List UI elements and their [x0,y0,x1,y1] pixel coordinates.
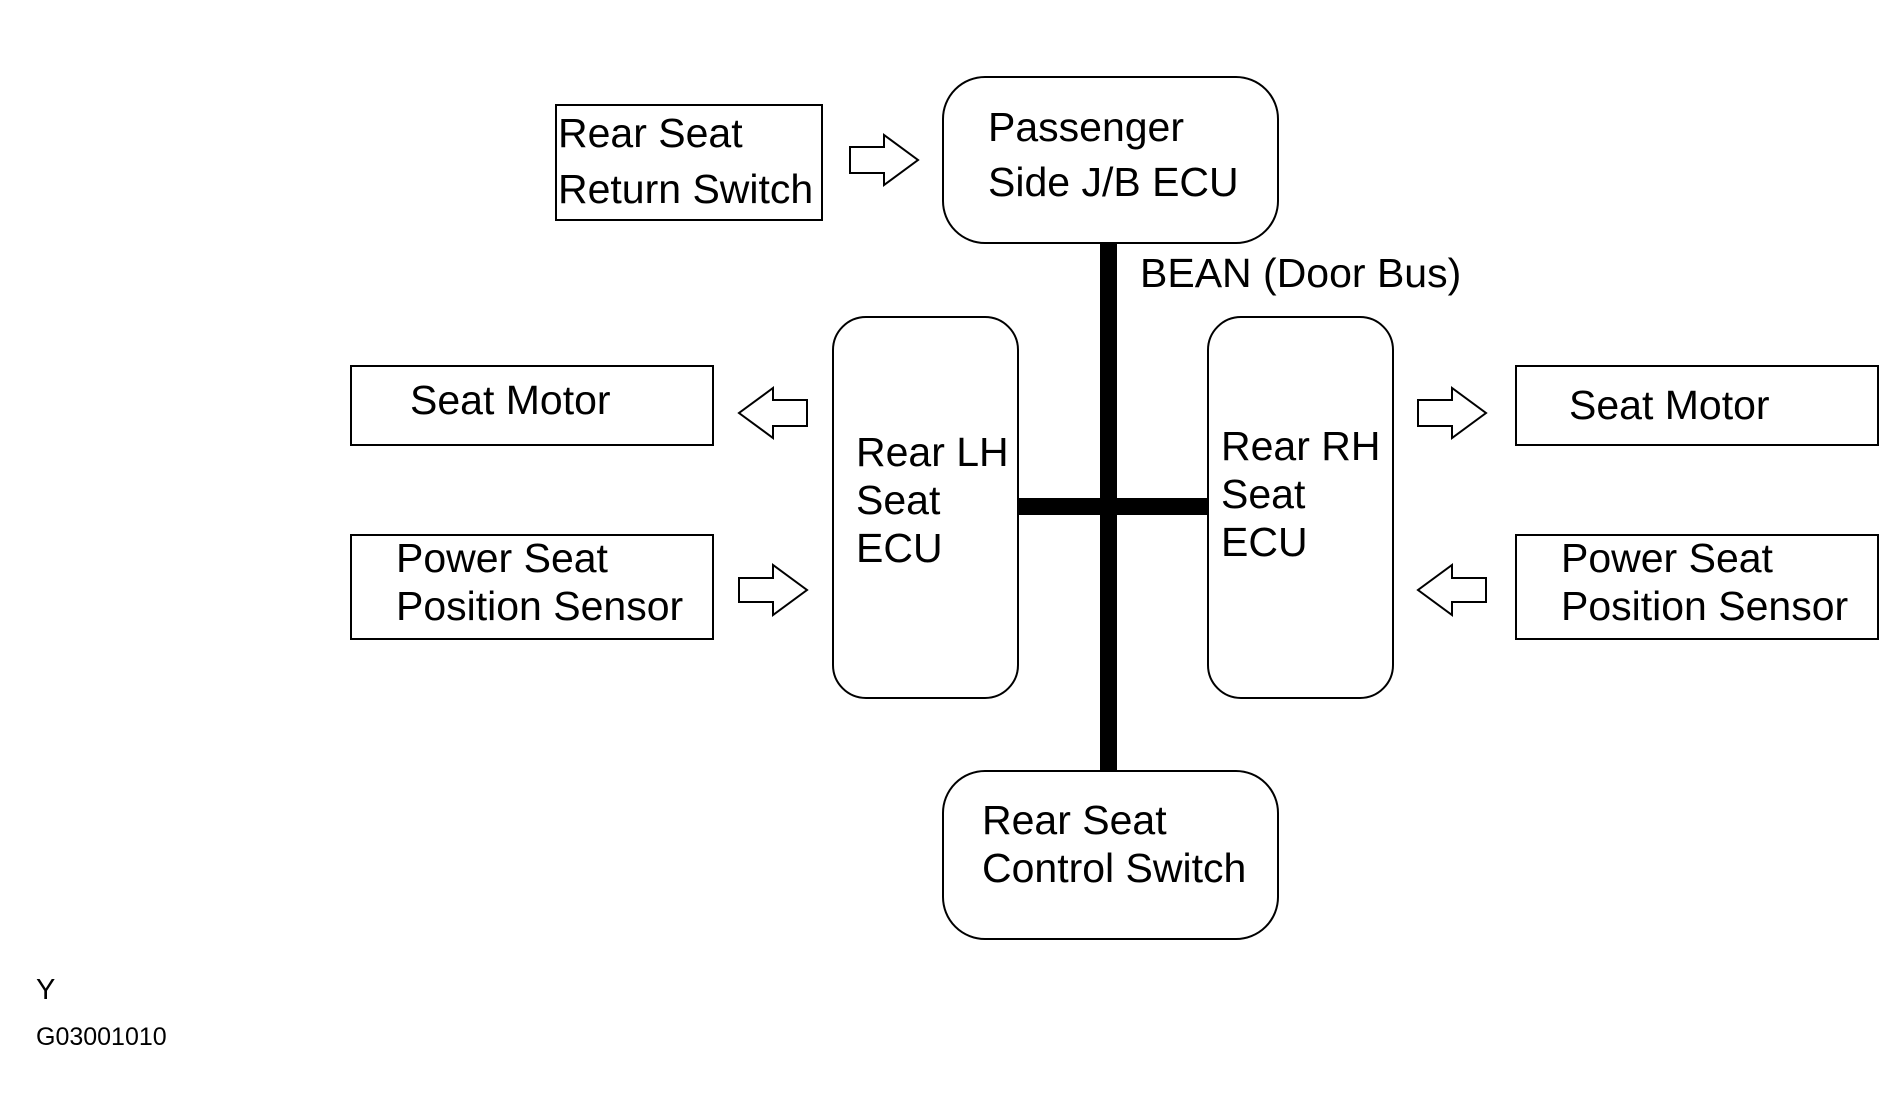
left-position-sensor-line2: Position Sensor [396,583,683,629]
bean-bus-label: BEAN (Door Bus) [1140,250,1461,296]
left-seat-motor-label: Seat Motor [410,377,611,423]
rear-seat-control-switch-line1: Rear Seat [982,797,1167,843]
rear-seat-return-switch-box: Rear Seat Return Switch [555,104,823,221]
rear-rh-seat-ecu-box: Rear RH Seat ECU [1207,316,1394,699]
rear-seat-control-switch-box: Rear Seat Control Switch [942,770,1279,940]
rh-ecu-to-seat-motor-arrow [1417,386,1488,440]
rear-lh-seat-ecu-line1: Rear LH [856,429,1009,475]
bean-bus-horizontal-line [1018,498,1208,515]
rear-rh-seat-ecu-line2: Seat [1221,471,1306,517]
rear-seat-return-switch-line2: Return Switch [558,166,813,212]
passenger-side-jb-ecu-box: Passenger Side J/B ECU [942,76,1279,244]
rear-seat-return-switch-line1: Rear Seat [558,110,743,156]
left-position-sensor-box: Power Seat Position Sensor [350,534,714,640]
right-seat-motor-box: Seat Motor [1515,365,1879,446]
right-position-sensor-line2: Position Sensor [1561,583,1848,629]
figure-letter: Y [36,974,55,1006]
left-seat-motor-box: Seat Motor [350,365,714,446]
figure-code: G03001010 [36,1023,167,1051]
rear-seat-control-switch-line2: Control Switch [982,845,1246,891]
right-seat-motor-label: Seat Motor [1569,382,1770,428]
return-switch-to-jb-ecu-arrow [849,133,920,187]
lh-ecu-to-seat-motor-arrow [737,386,808,440]
left-position-sensor-line1: Power Seat [396,535,609,581]
passenger-side-jb-ecu-line1: Passenger [988,104,1184,150]
rear-rh-seat-ecu-line1: Rear RH [1221,423,1380,469]
passenger-side-jb-ecu-line2: Side J/B ECU [988,159,1239,205]
rear-rh-seat-ecu-line3: ECU [1221,519,1308,565]
rear-lh-seat-ecu-line3: ECU [856,525,943,571]
rear-lh-seat-ecu-line2: Seat [856,477,941,523]
right-position-sensor-line1: Power Seat [1561,535,1774,581]
rear-lh-seat-ecu-box: Rear LH Seat ECU [832,316,1019,699]
right-position-sensor-box: Power Seat Position Sensor [1515,534,1879,640]
position-sensor-to-lh-ecu-arrow [738,563,809,617]
position-sensor-to-rh-ecu-arrow [1416,563,1487,617]
